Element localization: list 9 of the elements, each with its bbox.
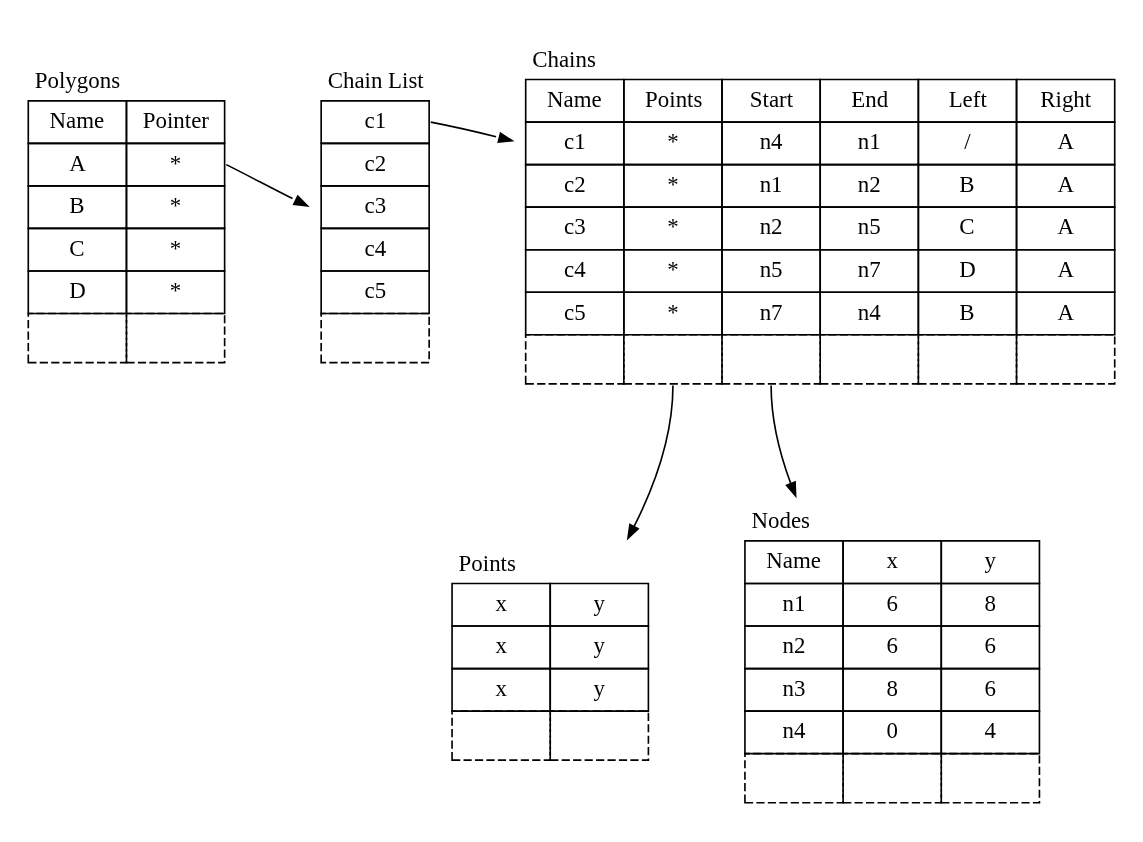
- arrow: [429, 120, 515, 143]
- node-label: Chains: [532, 46, 596, 72]
- arrow: [626, 384, 674, 540]
- node-label: Points: [458, 550, 516, 576]
- arrow: [770, 384, 797, 498]
- node-label: Chain List: [327, 67, 424, 93]
- node-label: Polygons: [34, 67, 121, 93]
- node-label: Nodes: [751, 507, 810, 533]
- arrow: [225, 163, 310, 207]
